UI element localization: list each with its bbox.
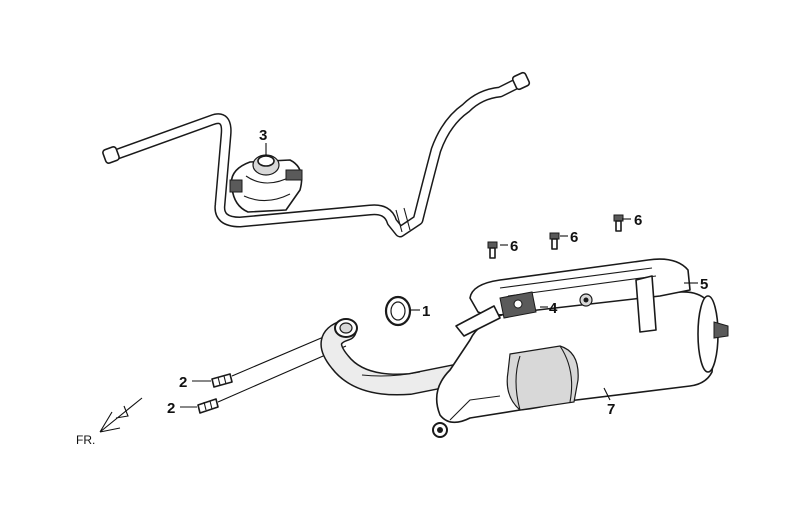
front-label: FR. [76, 433, 95, 447]
bolt-1 [487, 241, 498, 259]
bolt-3 [613, 214, 624, 232]
air-injection-valve [229, 154, 303, 213]
callout-7: 7 [607, 401, 615, 418]
gasket [384, 295, 412, 327]
stud-bolt-upper [211, 373, 233, 388]
muffler [432, 291, 729, 438]
stud-bolt-lower [197, 398, 219, 414]
callout-1: 1 [422, 303, 430, 320]
callout-5: 5 [700, 276, 708, 293]
callout-4: 4 [549, 300, 558, 317]
callout-6-right: 6 [634, 212, 642, 229]
callout-6-left: 6 [510, 238, 518, 255]
front-direction-arrow [99, 397, 143, 433]
leader-lines [180, 143, 698, 408]
callout-3: 3 [259, 127, 267, 144]
bolt-2 [549, 232, 560, 250]
callout-6-middle: 6 [570, 229, 578, 246]
heat-shield-bracket [455, 291, 537, 337]
callout-2-lower: 2 [167, 400, 175, 417]
callout-2-upper: 2 [179, 374, 187, 391]
air-hose-assembly [102, 71, 531, 238]
